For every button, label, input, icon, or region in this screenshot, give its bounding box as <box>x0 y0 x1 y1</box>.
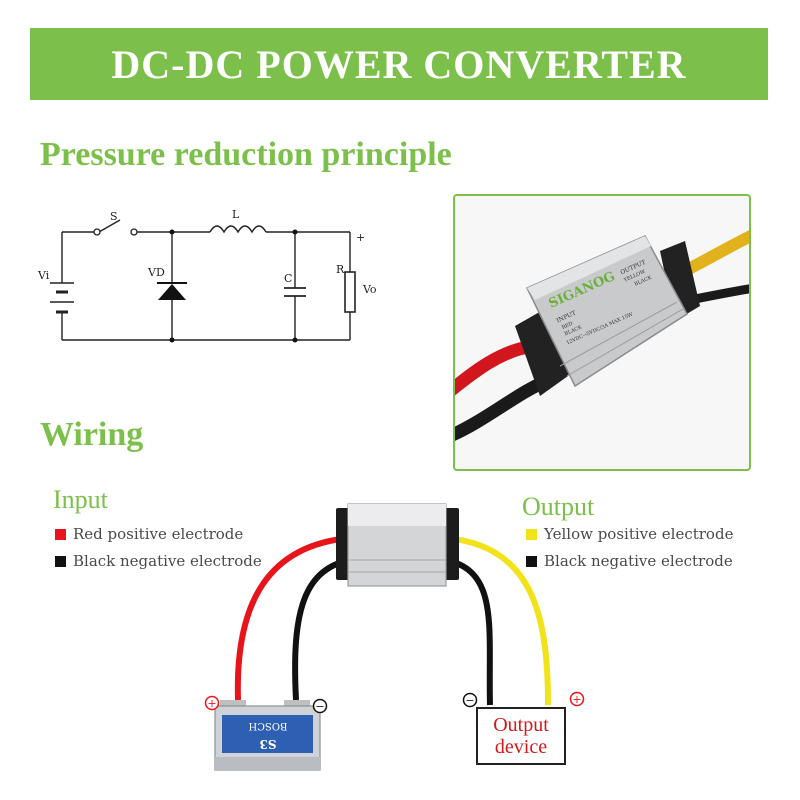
label-switch: S <box>110 210 118 223</box>
converter-top <box>348 504 446 526</box>
switch-contact <box>93 228 101 236</box>
heading-pressure-reduction: Pressure reduction principle <box>40 136 452 173</box>
inductor-coil <box>209 225 267 234</box>
svg-text:+: + <box>207 697 216 710</box>
yellow-square-icon <box>526 528 537 540</box>
label-vo: Vo <box>362 283 377 296</box>
battery-brand: BOSCH <box>248 720 287 731</box>
legend-label: Black negative electrode <box>73 552 262 570</box>
banner-title: DC-DC POWER CONVERTER <box>111 41 687 87</box>
legend-label: Red positive electrode <box>73 525 244 543</box>
label-plus: + <box>356 231 365 244</box>
red-wire <box>455 339 540 396</box>
label-resistor: R <box>336 263 345 276</box>
plus-terminal-icon: + <box>204 695 220 711</box>
output-device-box: Output device <box>476 707 566 765</box>
converter-end-left <box>336 508 350 580</box>
plus-terminal-icon: + <box>569 691 585 707</box>
output-device-line1: Output <box>493 714 549 736</box>
black-wire <box>455 374 554 441</box>
svg-text:+: + <box>572 693 581 706</box>
black-square-icon <box>55 555 66 567</box>
converter-illustration: SIGANOG INPUT RED BLACK OUTPUT YELLOW BL… <box>455 230 749 441</box>
label-vd: VD <box>147 266 165 279</box>
black-wire-output <box>444 557 493 706</box>
capacitor-symbol <box>284 287 306 297</box>
battery-symbol <box>50 282 74 314</box>
label-vi: Vi <box>37 269 50 282</box>
switch-contact <box>130 228 138 236</box>
svg-text:−: − <box>465 694 474 707</box>
output-title: Output <box>522 492 595 521</box>
title-banner: DC-DC POWER CONVERTER <box>30 28 768 100</box>
black-square-icon <box>526 555 537 567</box>
heading-wiring: Wiring <box>40 416 144 453</box>
output-end-cap <box>660 241 700 321</box>
product-photo-panel: SIGANOG INPUT RED BLACK OUTPUT YELLOW BL… <box>453 194 751 471</box>
label-capacitor: C <box>284 272 292 285</box>
red-label: RED <box>561 321 574 331</box>
resistor-symbol <box>344 271 356 313</box>
converter-module <box>347 503 447 587</box>
legend-label: Black negative electrode <box>544 552 733 570</box>
minus-terminal-icon: − <box>462 692 478 708</box>
input-end-cap <box>515 306 575 396</box>
junction-dots <box>169 229 298 343</box>
black-wire-input <box>292 557 351 701</box>
legend-red-positive: Red positive electrode <box>55 525 243 543</box>
legend-yellow-positive: Yellow positive electrode <box>526 525 733 543</box>
converter-end-right <box>445 508 459 580</box>
legend-black-negative-output: Black negative electrode <box>526 552 733 570</box>
output-device-line2: device <box>494 736 548 758</box>
svg-text:−: − <box>315 700 324 713</box>
legend-black-negative-input: Black negative electrode <box>55 552 262 570</box>
legend-label: Yellow positive electrode <box>544 525 734 543</box>
switch-blade <box>98 219 121 233</box>
body-top-edge <box>527 236 651 300</box>
diode-symbol <box>157 282 187 300</box>
red-square-icon <box>55 528 66 540</box>
car-battery: BOSCH S3 <box>214 700 321 771</box>
input-title: Input <box>53 485 108 514</box>
label-inductor: L <box>232 208 240 221</box>
minus-terminal-icon: − <box>312 698 328 714</box>
battery-model: S3 <box>259 737 276 751</box>
